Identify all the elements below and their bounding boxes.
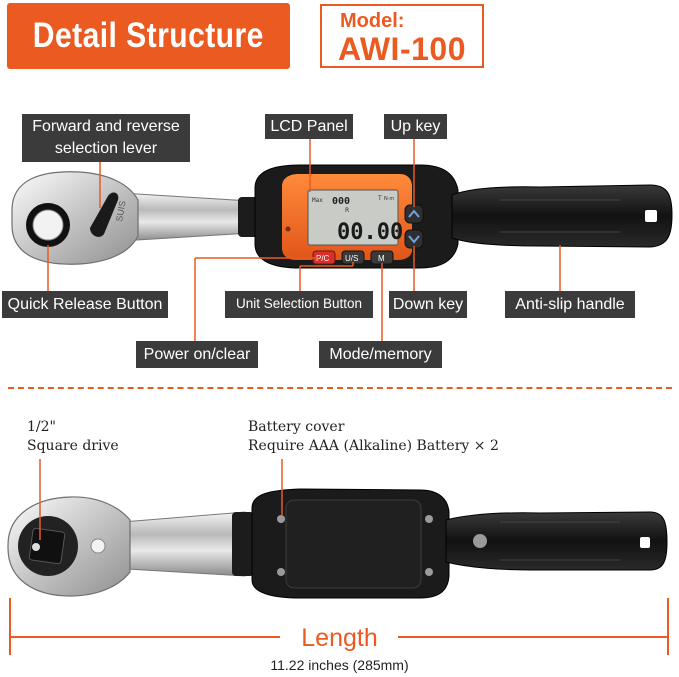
svg-text:R: R <box>345 207 349 214</box>
caption-square-drive: 1/2" Square drive <box>27 419 119 454</box>
lcd-unit-text: N·m <box>384 196 394 202</box>
label-mode-memory: Mode/memory <box>319 341 442 368</box>
caption-battery-cover: Battery cover Require AAA (Alkaline) Bat… <box>248 419 499 454</box>
label-power-clear: Power on/clear <box>136 341 258 368</box>
lcd-top-digits: 000 <box>332 196 350 207</box>
svg-text:SUIS: SUIS <box>114 200 127 222</box>
leader-lines-bottom <box>39 459 283 540</box>
us-button-text: U/S <box>345 254 358 263</box>
lcd-top-value: Max <box>312 197 323 204</box>
length-title: Length <box>301 624 378 652</box>
label-up-key: Up key <box>384 114 447 139</box>
pc-button-text: P/C <box>316 254 330 263</box>
leader-lines-top <box>47 138 561 342</box>
bottom-wrench <box>7 488 668 599</box>
top-wrench: SUIS <box>11 164 673 269</box>
section-divider <box>8 387 672 389</box>
svg-text:T: T <box>377 195 382 202</box>
label-quick-release: Quick Release Button <box>2 291 168 318</box>
m-button-text: M <box>378 254 385 263</box>
length-dimension <box>9 598 669 655</box>
label-down-key: Down key <box>389 291 467 318</box>
model-value: AWI-100 <box>338 31 466 67</box>
model-label: Model: <box>340 10 405 32</box>
length-value: 11.22 inches (285mm) <box>270 657 409 673</box>
title-banner: Detail Structure <box>7 3 290 69</box>
label-anti-slip: Anti-slip handle <box>505 291 635 318</box>
label-lcd-panel: LCD Panel <box>265 114 353 139</box>
lcd-main-digits: 00.00 <box>337 220 403 245</box>
label-forward-reverse-text: Forward and reverse selection lever <box>32 118 180 157</box>
model-box: Model: AWI-100 <box>320 4 484 68</box>
label-forward-reverse: Forward and reverse selection lever <box>22 114 190 162</box>
label-unit-selection: Unit Selection Button <box>225 291 373 318</box>
page-title: Detail Structure <box>32 16 265 55</box>
